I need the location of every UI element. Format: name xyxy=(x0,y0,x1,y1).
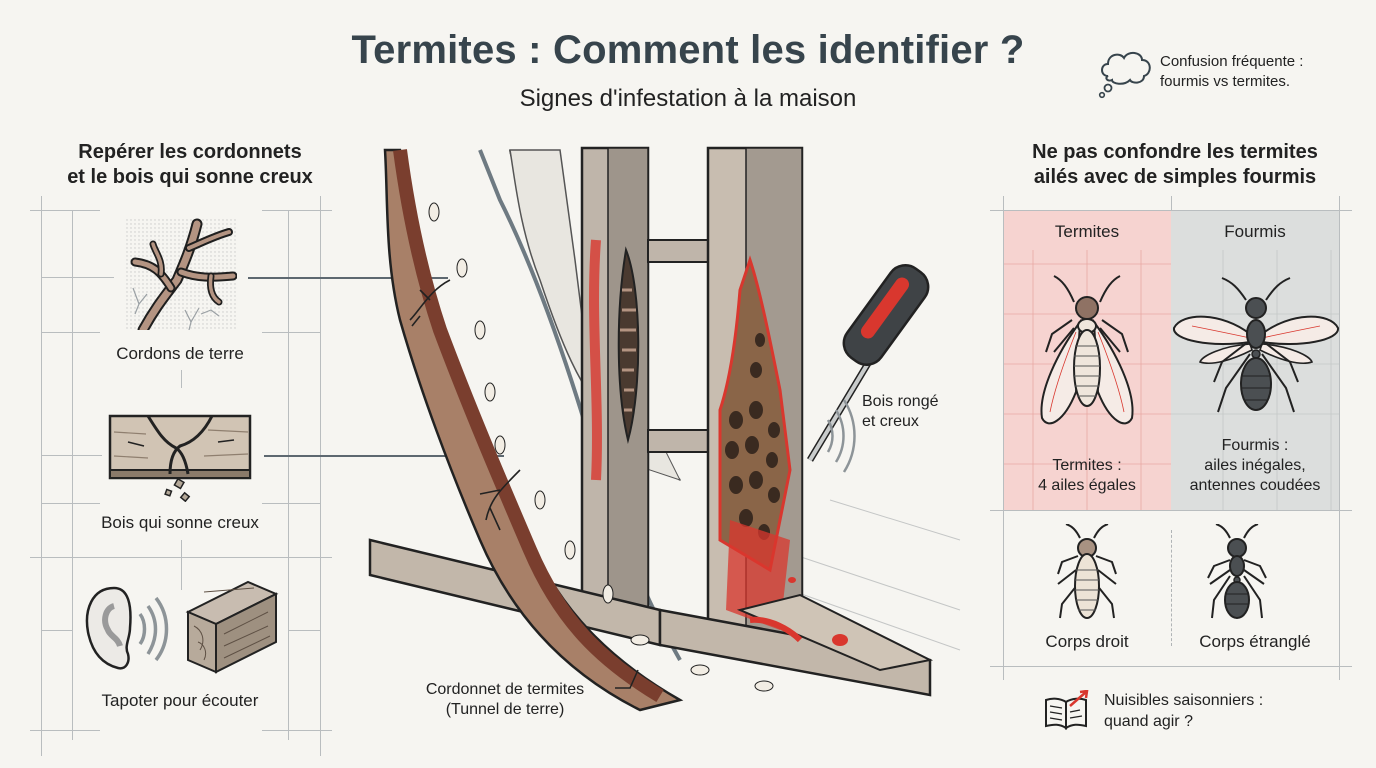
grid-line xyxy=(30,730,100,731)
screwdriver-icon xyxy=(806,264,930,462)
damaged-wood-label: Bois rongé et creux xyxy=(862,393,939,430)
grid-line xyxy=(42,503,100,504)
panel-grid xyxy=(1003,250,1339,510)
grid-line xyxy=(262,210,332,211)
earth-tubes-icon xyxy=(125,218,238,336)
item-label-earth-tubes: Cordons de terre xyxy=(116,344,244,363)
leader-line xyxy=(248,277,448,279)
leader-line xyxy=(264,455,504,457)
grid-line xyxy=(262,730,332,731)
note-line-2: fourmis vs termites. xyxy=(1160,73,1291,90)
note-text: Confusion fréquente : fourmis vs termite… xyxy=(1160,52,1303,92)
grid-line xyxy=(990,510,1352,511)
center-diagram: Bois rongé et creux Cordonnet de termite… xyxy=(360,140,980,760)
winged-termite-icon xyxy=(1040,275,1134,425)
grid-line xyxy=(181,370,182,388)
ant-body-icon xyxy=(1207,524,1267,619)
cracked-wood-item xyxy=(108,412,254,503)
confusion-note: Confusion fréquente : fourmis vs termite… xyxy=(1098,46,1368,102)
termites-caption: Termites : 4 ailes égales xyxy=(1038,457,1136,494)
right-panel: Ne pas confondre les termites ailés avec… xyxy=(980,0,1376,768)
cracked-wood-icon xyxy=(108,414,252,503)
right-panel-title: Ne pas confondre les termites ailés avec… xyxy=(1032,141,1318,188)
grid-line xyxy=(42,455,102,456)
note-line-1: Confusion fréquente : xyxy=(1160,53,1304,70)
dashed-divider xyxy=(1171,530,1172,646)
ants-caption: Fourmis : ailes inégales, antennes coudé… xyxy=(1189,437,1321,494)
termite-body-label: Corps droit xyxy=(1045,632,1129,651)
item-label-ear-tapping: Tapoter pour écouter xyxy=(101,691,259,710)
wall-infestation-illustration xyxy=(368,146,961,712)
grid-line xyxy=(320,196,321,756)
left-panel: Repérer les cordonnets et le bois qui so… xyxy=(0,0,504,768)
grid-line xyxy=(181,540,182,590)
ants-column-head: Fourmis xyxy=(1224,222,1286,241)
book-trend-icon xyxy=(1045,690,1089,730)
grid-line xyxy=(1003,196,1004,680)
grid-line xyxy=(262,503,320,504)
ear-tapping-wood-icon xyxy=(85,580,279,674)
grid-line xyxy=(1339,196,1340,680)
grid-line xyxy=(990,666,1352,667)
thought-bubble-icon xyxy=(1098,52,1151,99)
winged-ant-icon xyxy=(1173,277,1339,413)
seasonal-pests-text: Nuisibles saisonniers : quand agir ? xyxy=(1104,692,1264,730)
grid-line xyxy=(288,210,289,740)
grid-line xyxy=(42,332,100,333)
grid-line xyxy=(42,277,114,278)
grid-line xyxy=(288,630,320,631)
grid-line xyxy=(1171,196,1172,210)
termite-body-icon xyxy=(1057,524,1117,619)
sound-waves-icon xyxy=(826,399,856,473)
grid-line xyxy=(262,332,320,333)
grid-line xyxy=(72,210,73,740)
page-subtitle: Signes d'infestation à la maison xyxy=(519,85,857,112)
termites-column-head: Termites xyxy=(1054,222,1120,241)
page-title: Termites : Comment les identifier ? xyxy=(351,28,1025,72)
seasonal-pests-link[interactable]: Nuisibles saisonniers : quand agir ? xyxy=(1042,688,1322,734)
item-label-cracked-wood: Bois qui sonne creux xyxy=(101,513,259,532)
grid-line xyxy=(41,196,42,756)
ant-body-label: Corps étranglé xyxy=(1199,632,1311,651)
grid-line xyxy=(30,210,100,211)
earth-tubes-item xyxy=(125,218,238,336)
ear-tapping-item xyxy=(84,580,280,680)
mud-tube-label: Cordonnet de termites (Tunnel de terre) xyxy=(425,681,585,718)
left-panel-title: Repérer les cordonnets et le bois qui so… xyxy=(67,141,313,188)
grid-line xyxy=(990,210,1352,211)
grid-line xyxy=(42,630,72,631)
